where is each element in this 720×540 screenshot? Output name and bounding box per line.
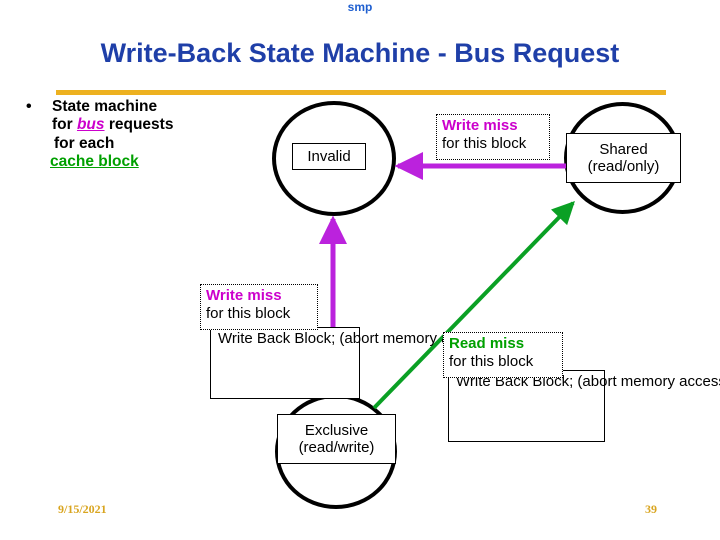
state-label-invalid: Invalid [292,143,366,170]
annotation-read-miss-header: Read miss [449,335,525,352]
writeback-box-right: Write Back Block; (abort memory access) [448,370,720,442]
annotation-write-miss-middle-header: Write miss [206,287,282,304]
state-label-shared: Shared (read/only) [566,133,681,183]
bullet-line-2-pre: for [52,116,77,134]
annotation-write-miss-top-header: Write miss [442,117,518,134]
title-divider-rule [56,90,666,95]
state-label-shared-line1: Shared [599,140,648,158]
annotation-write-miss-middle: Write miss for this block [200,284,318,330]
bullet-line-1: State machine [52,98,158,115]
state-label-exclusive-line2: (read/write) [298,439,375,456]
bullet-marker: • [26,98,32,115]
bullet-emphasis-cache-block: cache block [50,152,139,170]
writeback-right-line3: memory access) [620,373,720,390]
writeback-left-line2: Block; (abort [294,330,379,347]
bullet-line-2-post: requests [104,116,174,134]
state-label-exclusive: Exclusive (read/write) [277,414,396,464]
annotation-write-miss-top: Write miss for this block [436,114,550,160]
footer-date: 9/15/2021 [58,502,107,516]
bullet-emphasis-bus: bus [76,116,105,134]
state-label-shared-line2: (read/only) [587,158,660,175]
bullet-line-2: for bus requests [50,116,266,134]
bullet-text-block: • State machine for bus requests for eac… [16,98,266,171]
state-label-invalid-line1: Invalid [307,147,351,165]
annotation-read-miss: Read miss for this block [443,332,563,378]
writeback-left-line1: Write Back [218,330,291,347]
annotation-write-miss-middle-sub: for this block [206,305,291,322]
footer-center-label: smp [347,0,373,14]
writeback-box-left: Write Back Block; (abort memory access) [210,327,493,399]
bullet-line-4: cache block [50,153,266,171]
state-circle-invalid [272,101,396,216]
annotation-read-miss-sub: for this block [449,353,534,370]
bullet-line-3: for each [54,134,115,152]
annotation-write-miss-top-sub: for this block [442,135,527,152]
state-label-exclusive-line1: Exclusive [304,421,369,439]
bullet-lines: State machine for bus requests for each … [50,98,266,171]
footer-page-number: 39 [645,502,657,516]
page-title: Write-Back State Machine - Bus Request [100,38,620,68]
